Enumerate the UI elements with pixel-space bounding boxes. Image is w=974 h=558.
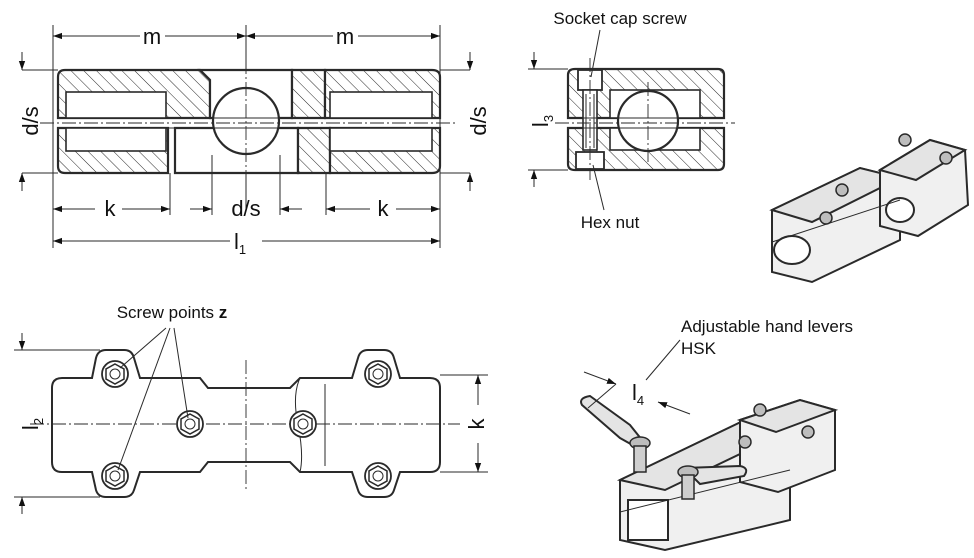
screw-point-bottom-right <box>364 462 392 490</box>
dim-m-right: m <box>246 24 440 49</box>
screw-point-bottom-left <box>101 462 129 490</box>
dim-ds-right: d/s <box>466 52 491 191</box>
dim-l3-label: l <box>528 122 553 127</box>
svg-text:l1: l1 <box>234 229 246 257</box>
dim-l2-label: l <box>18 425 43 430</box>
dim-l4: l4 <box>583 371 691 415</box>
dim-l2: l2 <box>18 333 46 514</box>
callout-screw-points: Screw points z <box>117 303 228 471</box>
dim-k-plan: k <box>464 375 489 472</box>
callout-socket-cap-screw: Socket cap screw <box>553 9 687 78</box>
socket-cap-screw-label: Socket cap screw <box>553 9 687 28</box>
plan-view <box>14 349 488 498</box>
isometric-clamp-view <box>769 133 970 284</box>
screw-points-bold: z <box>219 303 228 322</box>
dim-ds-right-label: d/s <box>466 106 491 135</box>
screw-points-label: Screw points <box>117 303 219 322</box>
dim-k-plan-label: k <box>464 418 489 430</box>
screw-point-center-left <box>176 410 204 438</box>
dim-m-left: m <box>53 24 246 49</box>
dim-row-k-ds-k: k d/s k <box>53 155 440 221</box>
svg-text:l3: l3 <box>528 115 556 127</box>
dim-ds-mid-label: d/s <box>231 196 260 221</box>
dim-m-right-label: m <box>336 24 354 49</box>
svg-text:l4: l4 <box>632 380 644 408</box>
dim-l3: l3 <box>528 52 568 187</box>
dim-l3-sub: 3 <box>541 115 556 122</box>
dim-ds-left-label: d/s <box>18 106 43 135</box>
callout-hex-nut: Hex nut <box>581 164 640 232</box>
hand-levers-line1: Adjustable hand levers <box>681 317 853 336</box>
dim-k-left-label: k <box>105 196 117 221</box>
callout-hand-levers: Adjustable hand levers HSK <box>645 317 853 381</box>
svg-text:l2: l2 <box>18 418 46 430</box>
isometric-hand-lever-view <box>580 394 839 552</box>
dim-m-left-label: m <box>143 24 161 49</box>
screw-point-top-right <box>364 360 392 388</box>
dim-l4-label: l <box>632 380 637 405</box>
side-section-view <box>555 58 735 180</box>
dim-l2-sub: 2 <box>31 418 46 425</box>
hand-levers-line2: HSK <box>681 339 717 358</box>
dim-ds-left: d/s <box>18 52 43 191</box>
front-section-view <box>22 25 470 248</box>
screw-point-center-right <box>289 410 317 438</box>
dim-l1: l1 <box>53 229 440 257</box>
hex-nut-label: Hex nut <box>581 213 640 232</box>
dim-l1-label: l <box>234 229 239 254</box>
dim-l1-sub: 1 <box>239 242 246 257</box>
dim-k-right-label: k <box>378 196 390 221</box>
screw-point-top-left <box>101 360 129 388</box>
dim-l4-sub: 4 <box>637 393 644 408</box>
svg-text:Screw points z: Screw points z <box>117 303 228 322</box>
